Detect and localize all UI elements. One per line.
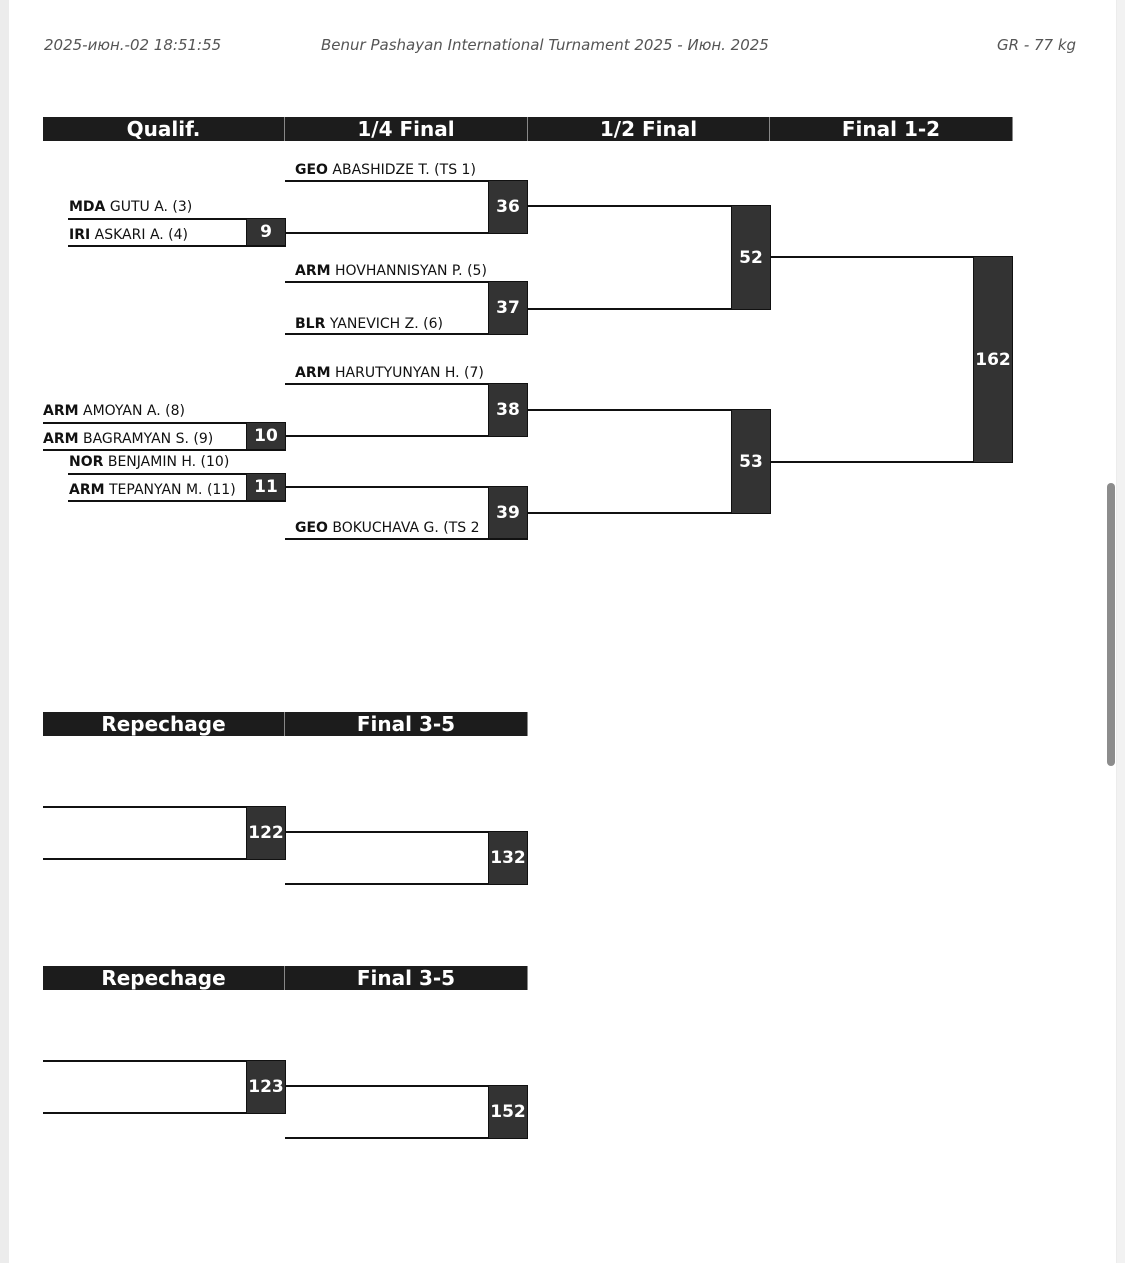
bracket-page: 2025-июн.-02 18:51:55 Benur Pashayan Int… [9, 0, 1116, 1263]
round-header-semi-final: 1/2 Final [528, 117, 770, 141]
bout-number-box: 10 [246, 422, 286, 450]
tournament-title: Benur Pashayan International Turnament 2… [321, 36, 769, 54]
bout-number-box: 36 [488, 180, 528, 234]
round-header-qualif: Qualif. [43, 117, 285, 141]
bout-number-box: 122 [246, 806, 286, 860]
wrestler-entry: BLR YANEVICH Z. (6) [295, 316, 443, 332]
wrestler-entry: IRI ASKARI A. (4) [69, 227, 189, 243]
print-timestamp: 2025-июн.-02 18:51:55 [44, 36, 222, 54]
round-header-final-3-5: Final 3-5 [285, 712, 528, 736]
bout-number-box: 123 [246, 1060, 286, 1114]
wrestler-entry: GEO BOKUCHAVA G. (TS 2 [295, 520, 480, 536]
wrestler-entry: ARM AMOYAN A. (8) [43, 403, 185, 419]
bout-number-box: 38 [488, 383, 528, 437]
bout-number-box: 152 [488, 1085, 528, 1139]
round-header-final-3-5: Final 3-5 [285, 966, 528, 990]
bout-number-box: 53 [731, 409, 771, 514]
wrestler-entry: GEO ABASHIDZE T. (TS 1) [295, 162, 476, 178]
wrestler-entry: NOR BENJAMIN H. (10) [69, 454, 230, 470]
wrestler-entry: MDA GUTU A. (3) [69, 199, 193, 215]
bout-number-box: 39 [488, 486, 528, 540]
wrestler-entry: ARM HARUTYUNYAN H. (7) [295, 365, 484, 381]
scrollbar-track[interactable] [1117, 0, 1125, 1263]
scrollbar-thumb[interactable] [1107, 483, 1115, 766]
wrestler-entry: ARM HOVHANNISYAN P. (5) [295, 263, 487, 279]
bout-number-box: 52 [731, 205, 771, 310]
bout-number-box: 162 [973, 256, 1013, 463]
round-header-repechage: Repechage [43, 712, 285, 736]
round-header-final: Final 1-2 [770, 117, 1013, 141]
wrestler-entry: ARM BAGRAMYAN S. (9) [43, 431, 214, 447]
bout-number-box: 132 [488, 831, 528, 885]
bout-number-box: 11 [246, 473, 286, 501]
round-header-repechage: Repechage [43, 966, 285, 990]
bout-number-box: 9 [246, 218, 286, 246]
wrestler-entry: ARM TEPANYAN M. (11) [69, 482, 236, 498]
bout-number-box: 37 [488, 281, 528, 335]
weight-category: GR - 77 kg [997, 36, 1077, 54]
round-header-quarter-final: 1/4 Final [285, 117, 528, 141]
